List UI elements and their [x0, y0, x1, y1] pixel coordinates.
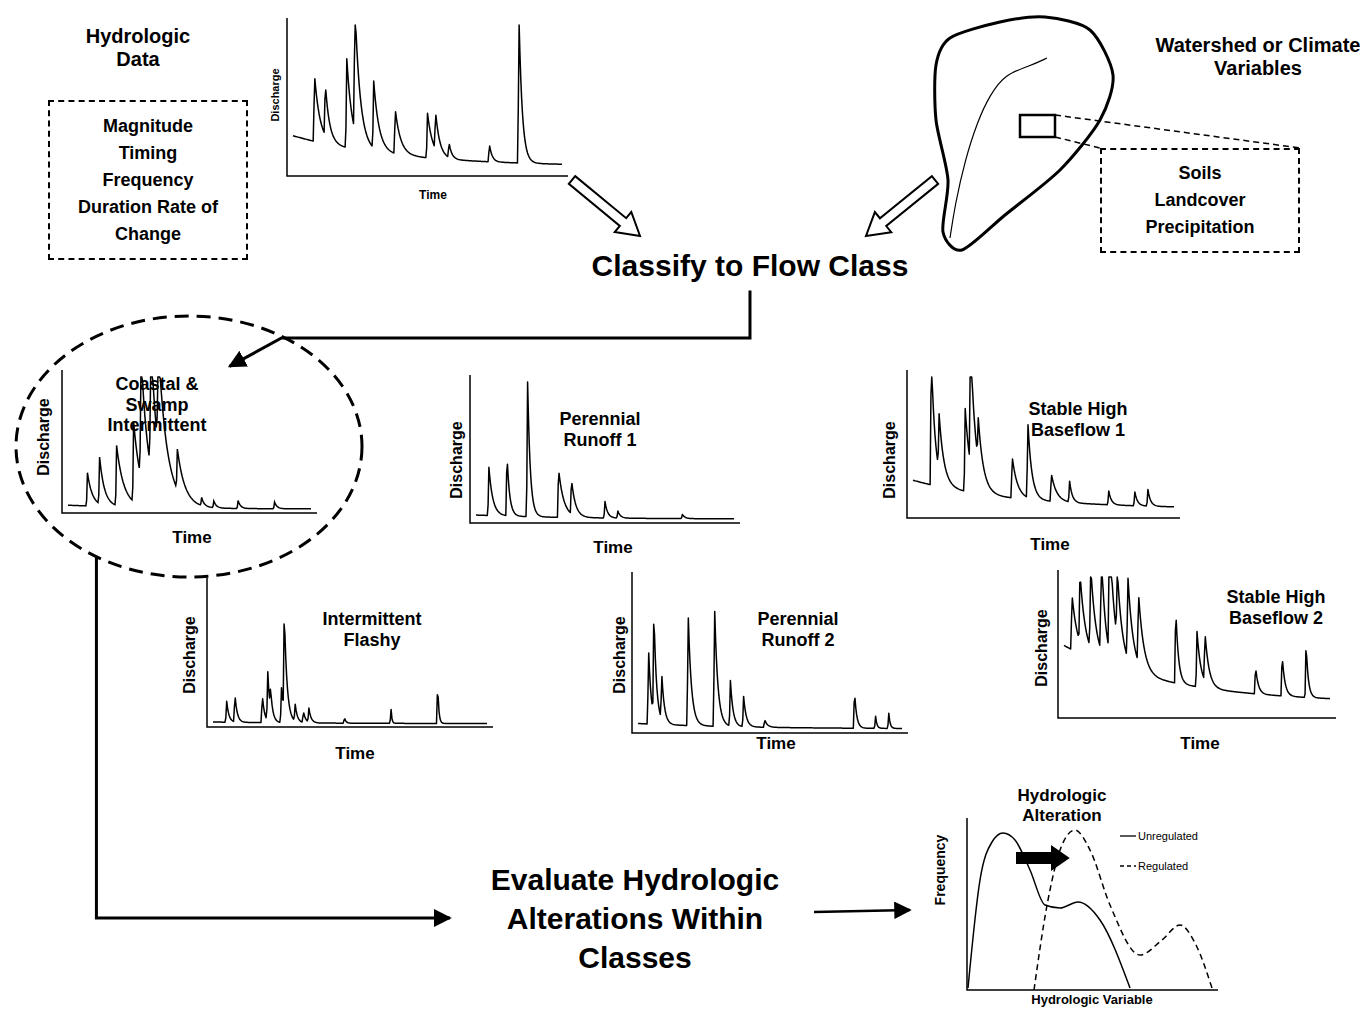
flow-connector	[229, 291, 750, 367]
step-heading: Classify to Flow Class	[592, 246, 909, 285]
legend-entry: Regulated	[1120, 858, 1188, 874]
chart-axes	[967, 818, 1218, 990]
text-label: Time	[756, 734, 795, 754]
text-label: Hydrologic Alteration	[1002, 786, 1122, 825]
text-label: Intermittent Flashy	[297, 609, 447, 650]
box-text: Magnitude Timing Frequency Duration Rate…	[73, 113, 223, 248]
unregulated-curve	[968, 833, 1130, 988]
text-label: Perennial Runoff 1	[540, 409, 660, 450]
axis-label: Discharge	[35, 398, 53, 475]
text-label: Discharge	[1033, 609, 1051, 686]
text-label: Stable High Baseflow 1	[1008, 399, 1148, 440]
legend-line-sample	[1120, 864, 1136, 868]
class-name: Coastal & Swamp Intermittent	[92, 374, 222, 436]
text-label: Time	[593, 538, 632, 558]
zoom-box	[1020, 115, 1055, 137]
legend-entry: Unregulated	[1120, 828, 1198, 844]
text-label: Time	[335, 744, 374, 764]
legend-line-sample	[1120, 834, 1136, 838]
dashed-box: Magnitude Timing Frequency Duration Rate…	[48, 100, 248, 260]
text-label: Discharge	[269, 68, 282, 121]
text-label: Frequency	[932, 835, 948, 906]
watershed-outline	[935, 17, 1113, 251]
text-label: Perennial Runoff 2	[738, 609, 858, 650]
dashed-box: Soils Landcover Precipitation	[1100, 148, 1300, 253]
text-label: Hydrologic Variable	[1031, 993, 1152, 1008]
hydrograph-line	[476, 382, 734, 519]
legend-label: Regulated	[1138, 860, 1188, 873]
text-label: Discharge	[881, 421, 899, 498]
text-label: Watershed or Climate Variables	[1143, 34, 1362, 80]
text-label: Hydrologic Data	[73, 25, 203, 71]
step-title: Evaluate Hydrologic Alterations Within C…	[460, 860, 810, 977]
dashed-ellipse: Coastal & Swamp Intermittent DischargeTim…	[13, 313, 365, 580]
block-arrow	[858, 170, 943, 246]
hydrograph-line	[293, 25, 562, 164]
text-label: Time	[1030, 535, 1069, 555]
zoom-leader	[1055, 137, 1100, 148]
stream-line	[950, 58, 1047, 238]
chart-axes	[907, 370, 1180, 518]
block-arrow	[564, 170, 649, 246]
flow-connector	[96, 557, 450, 918]
pointer-arrow	[814, 910, 910, 912]
box-text: Soils Landcover Precipitation	[1138, 160, 1262, 241]
step-heading: Evaluate Hydrologic Alterations Within C…	[460, 860, 810, 977]
block-arrow	[1017, 847, 1068, 869]
text-label: Time	[1180, 734, 1219, 754]
text-label: Discharge	[611, 616, 629, 693]
axis-label: Time	[172, 528, 211, 548]
chart-axes	[632, 572, 908, 733]
chart-axes	[287, 18, 568, 176]
hydrograph-line	[913, 377, 1174, 507]
zoom-leader	[1055, 115, 1300, 148]
text-label: Stable High Baseflow 2	[1206, 587, 1346, 628]
chart-axes	[207, 578, 493, 727]
legend-label: Unregulated	[1138, 830, 1198, 843]
chart-axes	[470, 375, 740, 523]
text-label: Discharge	[181, 616, 199, 693]
text-label: Time	[419, 189, 447, 203]
text-label: Discharge	[448, 421, 466, 498]
step-title: Classify to Flow Class	[592, 246, 909, 285]
